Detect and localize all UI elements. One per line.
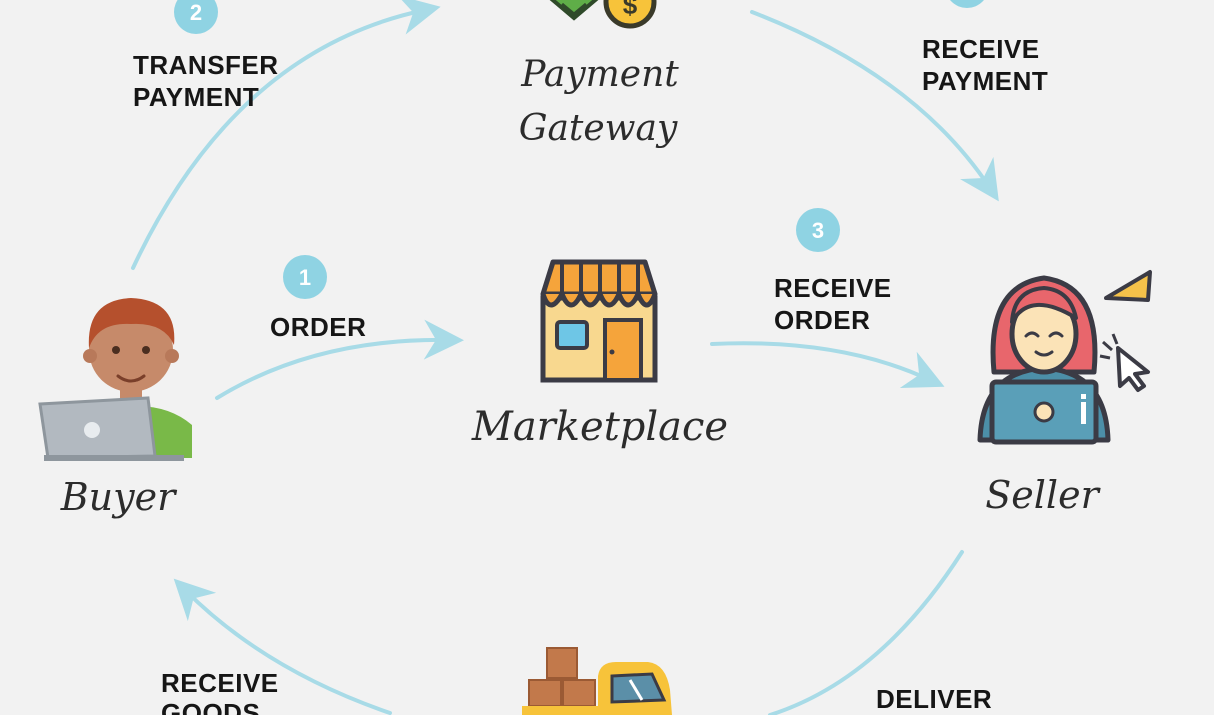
svg-text:3: 3 (812, 218, 824, 243)
money-coin-icon: $ (549, 0, 657, 29)
step-label-receive-goods-line2: GOODS (161, 698, 260, 715)
step-badge-3: 3 (796, 208, 840, 252)
arrow-deliver (768, 550, 964, 715)
step-badge-partial (950, 0, 984, 8)
step-label-receive-order-line2: ORDER (774, 305, 870, 335)
arrow-receive-payment (750, 10, 999, 202)
seller-laptop-icon (977, 270, 1152, 445)
node-label-buyer: Buyer (60, 475, 178, 519)
node-label-marketplace: Marketplace (471, 404, 728, 450)
arrow-receive-goods (173, 578, 392, 715)
node-label-seller: Seller (985, 473, 1101, 517)
step-label-receive-payment-line1: RECEIVE (922, 34, 1040, 64)
svg-text:$: $ (623, 0, 638, 20)
arrow-order (215, 319, 464, 400)
arrow-transfer-payment (131, 0, 441, 270)
delivery-truck-icon (522, 647, 672, 715)
step-label-receive-order-line1: RECEIVE (774, 273, 892, 303)
step-label-transfer-payment-line2: PAYMENT (133, 82, 259, 112)
node-label-payment-gateway-line1: Payment (520, 54, 679, 95)
step-badge-1: 1 (283, 255, 327, 299)
svg-text:2: 2 (190, 0, 202, 25)
storefront-icon (540, 259, 658, 383)
buyer-laptop-icon (38, 298, 192, 461)
step-label-order: ORDER (270, 312, 366, 342)
step-label-receive-payment-line2: PAYMENT (922, 66, 1048, 96)
step-label-receive-goods-line1: RECEIVE (161, 668, 279, 698)
node-label-payment-gateway-line2: Gateway (519, 108, 678, 149)
step-badge-2: 2 (174, 0, 218, 34)
step-label-deliver: DELIVER (876, 684, 992, 714)
arrow-receive-order (710, 341, 945, 388)
svg-text:1: 1 (299, 265, 311, 290)
step-label-transfer-payment-line1: TRANSFER (133, 50, 279, 80)
